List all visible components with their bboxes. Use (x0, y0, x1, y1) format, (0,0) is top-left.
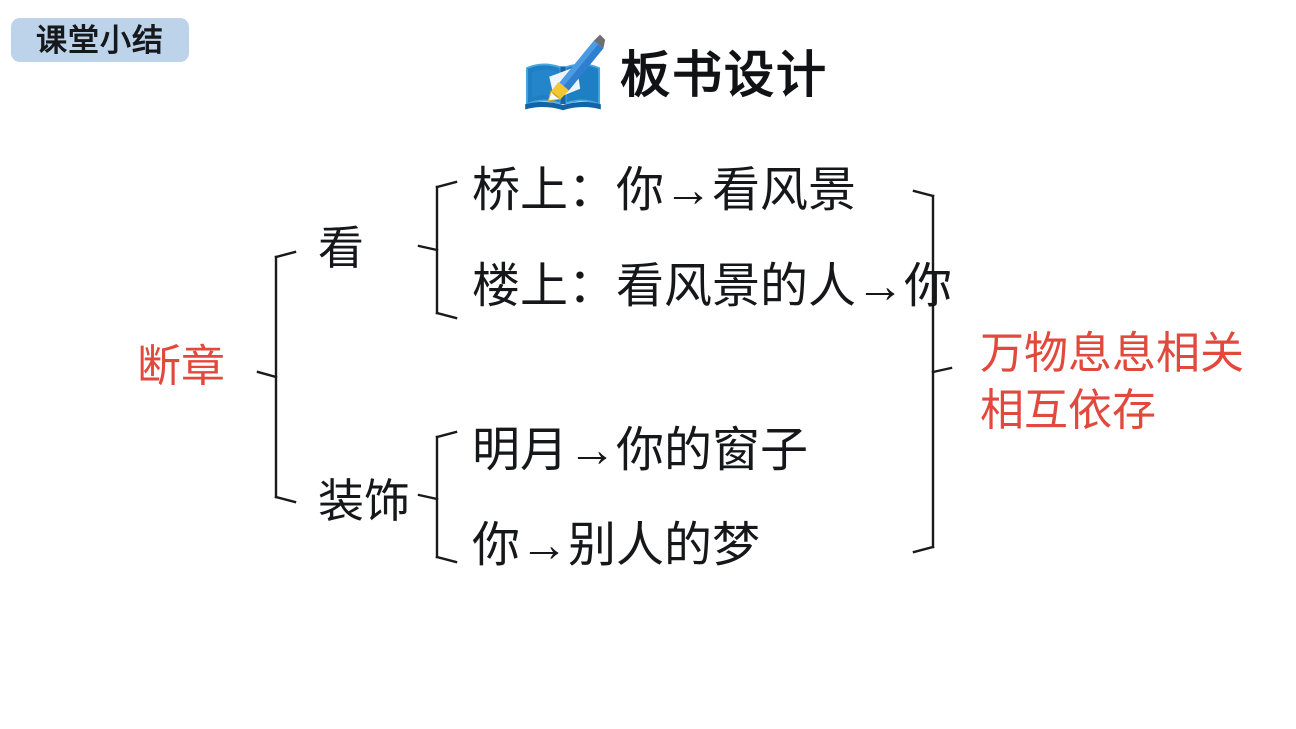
diagram-conclusion: 万物息息相关 相互依存 (980, 325, 1244, 439)
page-title-block: 板书设计 (520, 32, 828, 118)
page-title: 板书设计 (620, 47, 828, 103)
lesson-summary-badge-label: 课堂小结 (36, 22, 164, 58)
diagram-conclusion-line-1: 万物息息相关 (980, 329, 1244, 378)
diagram-root-label: 断章 (137, 342, 225, 391)
diagram-branch-zhuangshi-label: 装饰 (318, 475, 410, 527)
diagram-conclusion-line-2: 相互依存 (980, 386, 1156, 436)
brace-zhuangshi (417, 430, 458, 564)
diagram-branch-kan-label: 看 (318, 222, 364, 274)
brace-conclusion (912, 189, 953, 554)
diagram-leaf-loushang: 楼上：看风景的人→你 (472, 260, 953, 313)
lesson-summary-badge: 课堂小结 (11, 18, 189, 62)
diagram-leaf-qiaoshang: 桥上：你→看风景 (472, 164, 857, 217)
brace-kan (417, 180, 458, 320)
brace-root (256, 250, 297, 504)
diagram-leaf-mingyue: 明月→你的窗子 (472, 424, 809, 477)
book-pen-icon (520, 32, 606, 118)
diagram-leaf-nibieren: 你→别人的梦 (472, 519, 761, 572)
